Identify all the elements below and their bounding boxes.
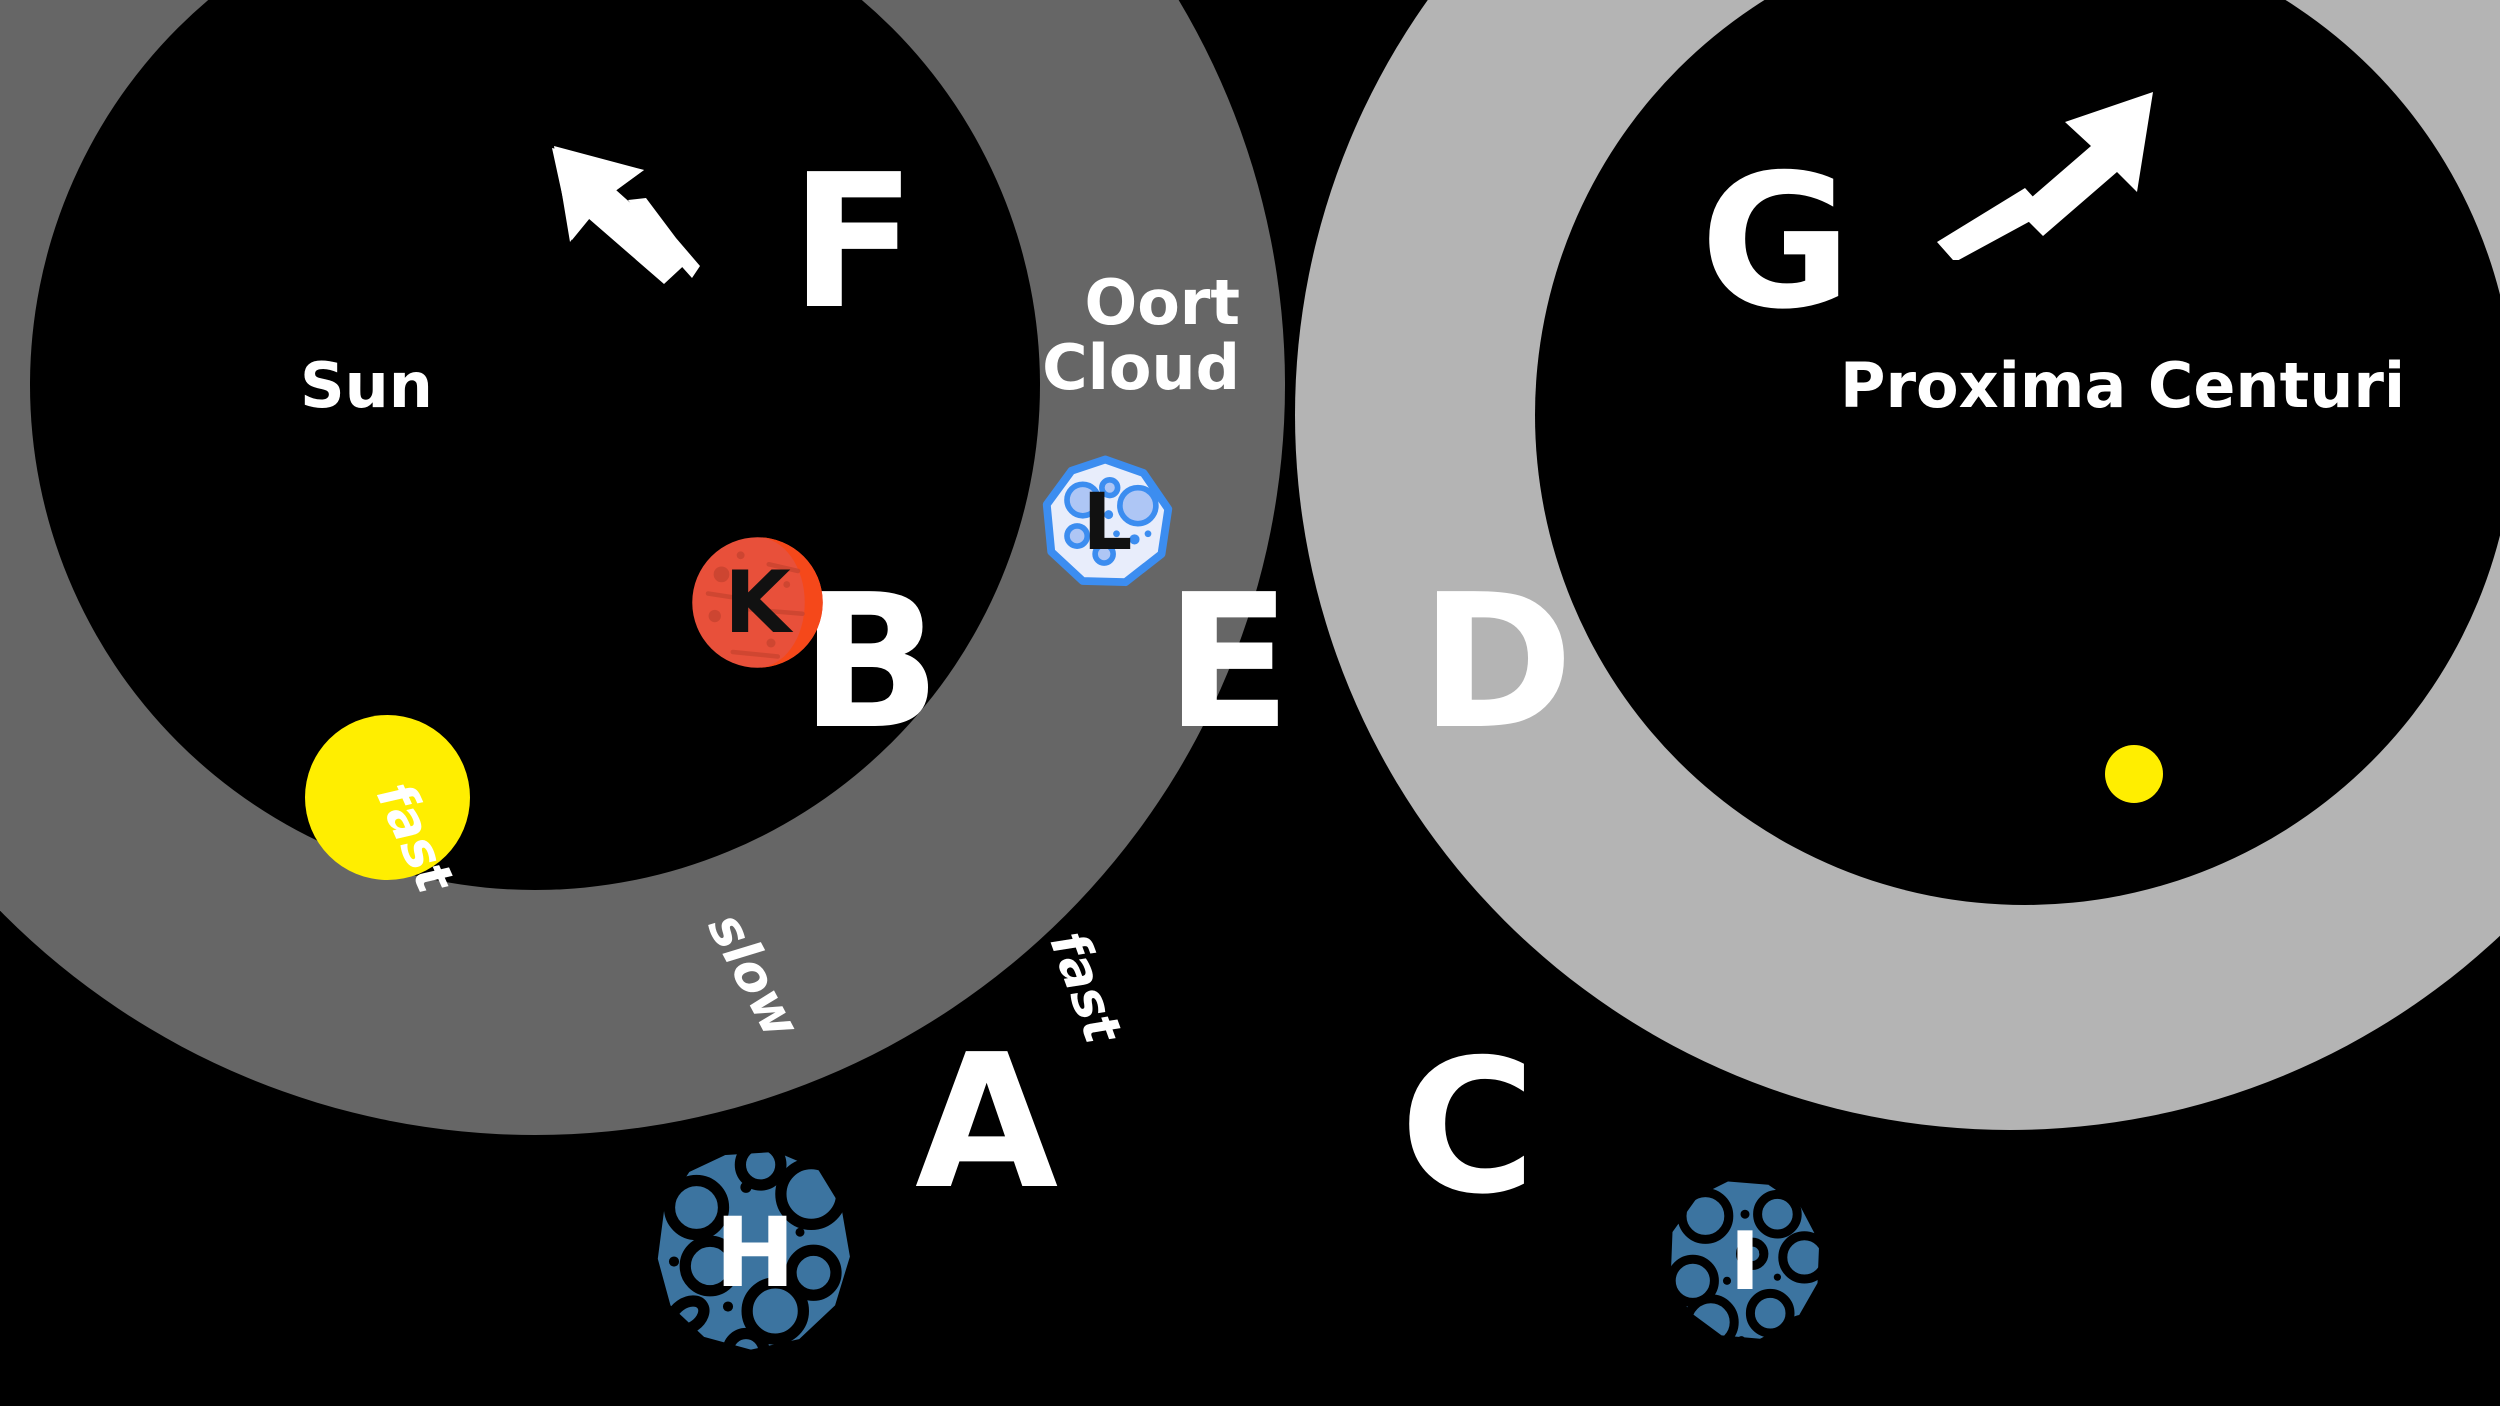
- oort-cloud-label-line1: Oort: [1084, 266, 1240, 339]
- callout-letter-a: A: [915, 1014, 1059, 1230]
- oort-cloud-label-line2: Cloud: [1042, 331, 1240, 405]
- body-h-asteroid[interactable]: H: [640, 1138, 870, 1376]
- callout-letter-g: G: [1700, 134, 1852, 350]
- proxima-inner-system-region: [1535, 0, 2500, 905]
- body-k-red-planet[interactable]: K: [690, 535, 825, 670]
- body-i-asteroid[interactable]: I: [1655, 1170, 1835, 1352]
- oort-cloud-label: Oort Cloud: [1020, 270, 1240, 400]
- proxima-label: Proxima Centuri: [1840, 349, 2406, 422]
- callout-letter-f: F: [790, 134, 917, 350]
- callout-letter-e: E: [1165, 554, 1292, 770]
- sun-star: [305, 715, 470, 880]
- body-l-icy-object[interactable]: L: [1040, 455, 1175, 590]
- callout-letter-c: C: [1400, 1019, 1536, 1235]
- proxima-star: [2105, 745, 2163, 803]
- right-velocity-arrow: [1937, 92, 2153, 260]
- asteroid-icon: [1660, 1171, 1831, 1351]
- left-velocity-arrow: [552, 146, 700, 284]
- callout-letter-d: D: [1420, 554, 1574, 770]
- asteroid-icon: [645, 1138, 863, 1376]
- icy-comet-icon: [1042, 455, 1173, 587]
- sun-inner-system-region: [30, 0, 1040, 890]
- callout-letter-b: B: [800, 554, 942, 770]
- sun-label: Sun: [300, 349, 433, 422]
- red-planet-icon: [692, 537, 823, 668]
